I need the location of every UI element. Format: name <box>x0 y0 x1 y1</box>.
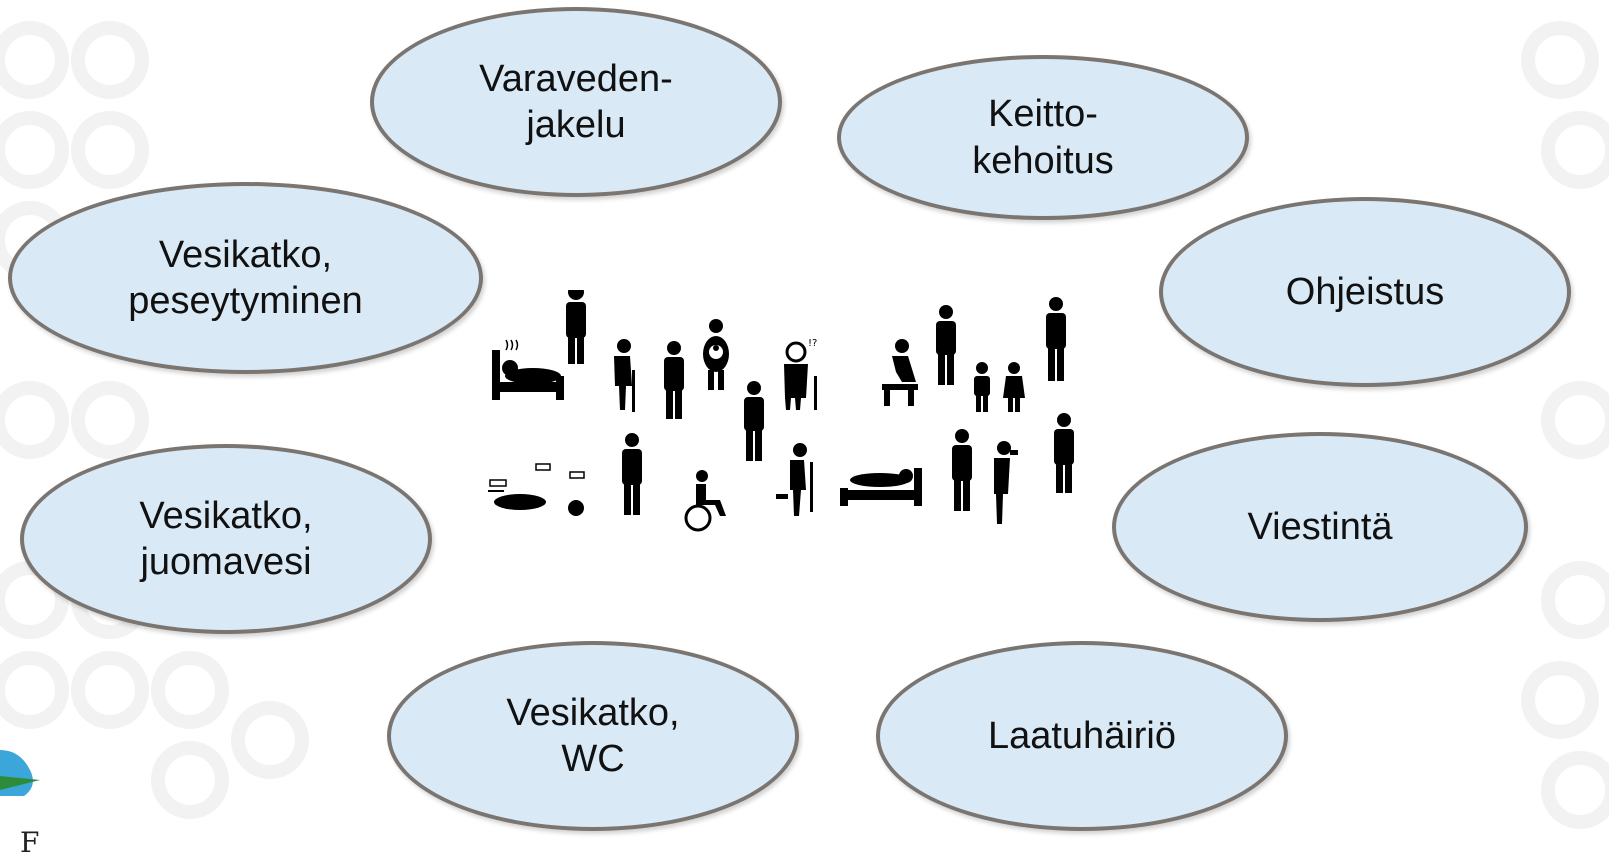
logo-letter: F <box>20 826 39 854</box>
node-label: Viestintä <box>1247 505 1393 548</box>
person-icon <box>664 341 684 419</box>
logo-icon: F <box>0 750 40 854</box>
node-vesikatko-wc: Vesikatko, WC <box>387 641 799 831</box>
sitting-person-icon <box>882 339 918 406</box>
node-vesikatko-juomavesi: Vesikatko, juomavesi <box>20 444 432 634</box>
node-keitto-kehoitus: Keitto- kehoitus <box>837 55 1249 220</box>
node-label: Vesikatko, juomavesi <box>139 494 313 583</box>
person-with-crutch-icon <box>776 443 813 516</box>
person-icon <box>1046 297 1066 381</box>
person-in-bed-icon <box>492 339 564 400</box>
wheelchair-user-icon <box>684 470 726 532</box>
person-icon <box>566 290 586 364</box>
person-icon <box>1054 413 1074 493</box>
person-icon <box>744 381 764 461</box>
node-vesikatko-peseytyminen: Vesikatko, peseytyminen <box>8 182 483 374</box>
person-icon <box>952 429 972 511</box>
pregnant-person-icon <box>703 319 729 390</box>
node-varaveden-jakelu: Varaveden- jakelu <box>370 7 782 197</box>
node-label: Vesikatko, peseytyminen <box>128 233 363 322</box>
people-pictograms-image: !? <box>488 290 1074 532</box>
person-icon <box>936 305 956 385</box>
node-label: Vesikatko, WC <box>506 691 680 780</box>
node-ohjeistus: Ohjeistus <box>1159 197 1571 387</box>
node-label: Laatuhäiriö <box>987 714 1177 757</box>
node-label: Keitto- kehoitus <box>972 93 1114 182</box>
children-icon <box>974 362 1025 412</box>
node-laatuhairio: Laatuhäiriö <box>876 641 1288 831</box>
sneezing-person-icon <box>994 441 1018 524</box>
elderly-person-icon <box>614 339 635 412</box>
node-viestinta: Viestintä <box>1112 432 1528 622</box>
node-label: Ohjeistus <box>1285 270 1445 313</box>
confused-elderly-person-icon: !? <box>784 338 817 410</box>
sick-person-in-bed-icon <box>840 468 922 506</box>
person-icon <box>622 433 642 515</box>
homeless-person-icon <box>488 463 585 516</box>
node-label: Varaveden- jakelu <box>479 57 673 146</box>
svg-text:!?: !? <box>808 338 817 349</box>
